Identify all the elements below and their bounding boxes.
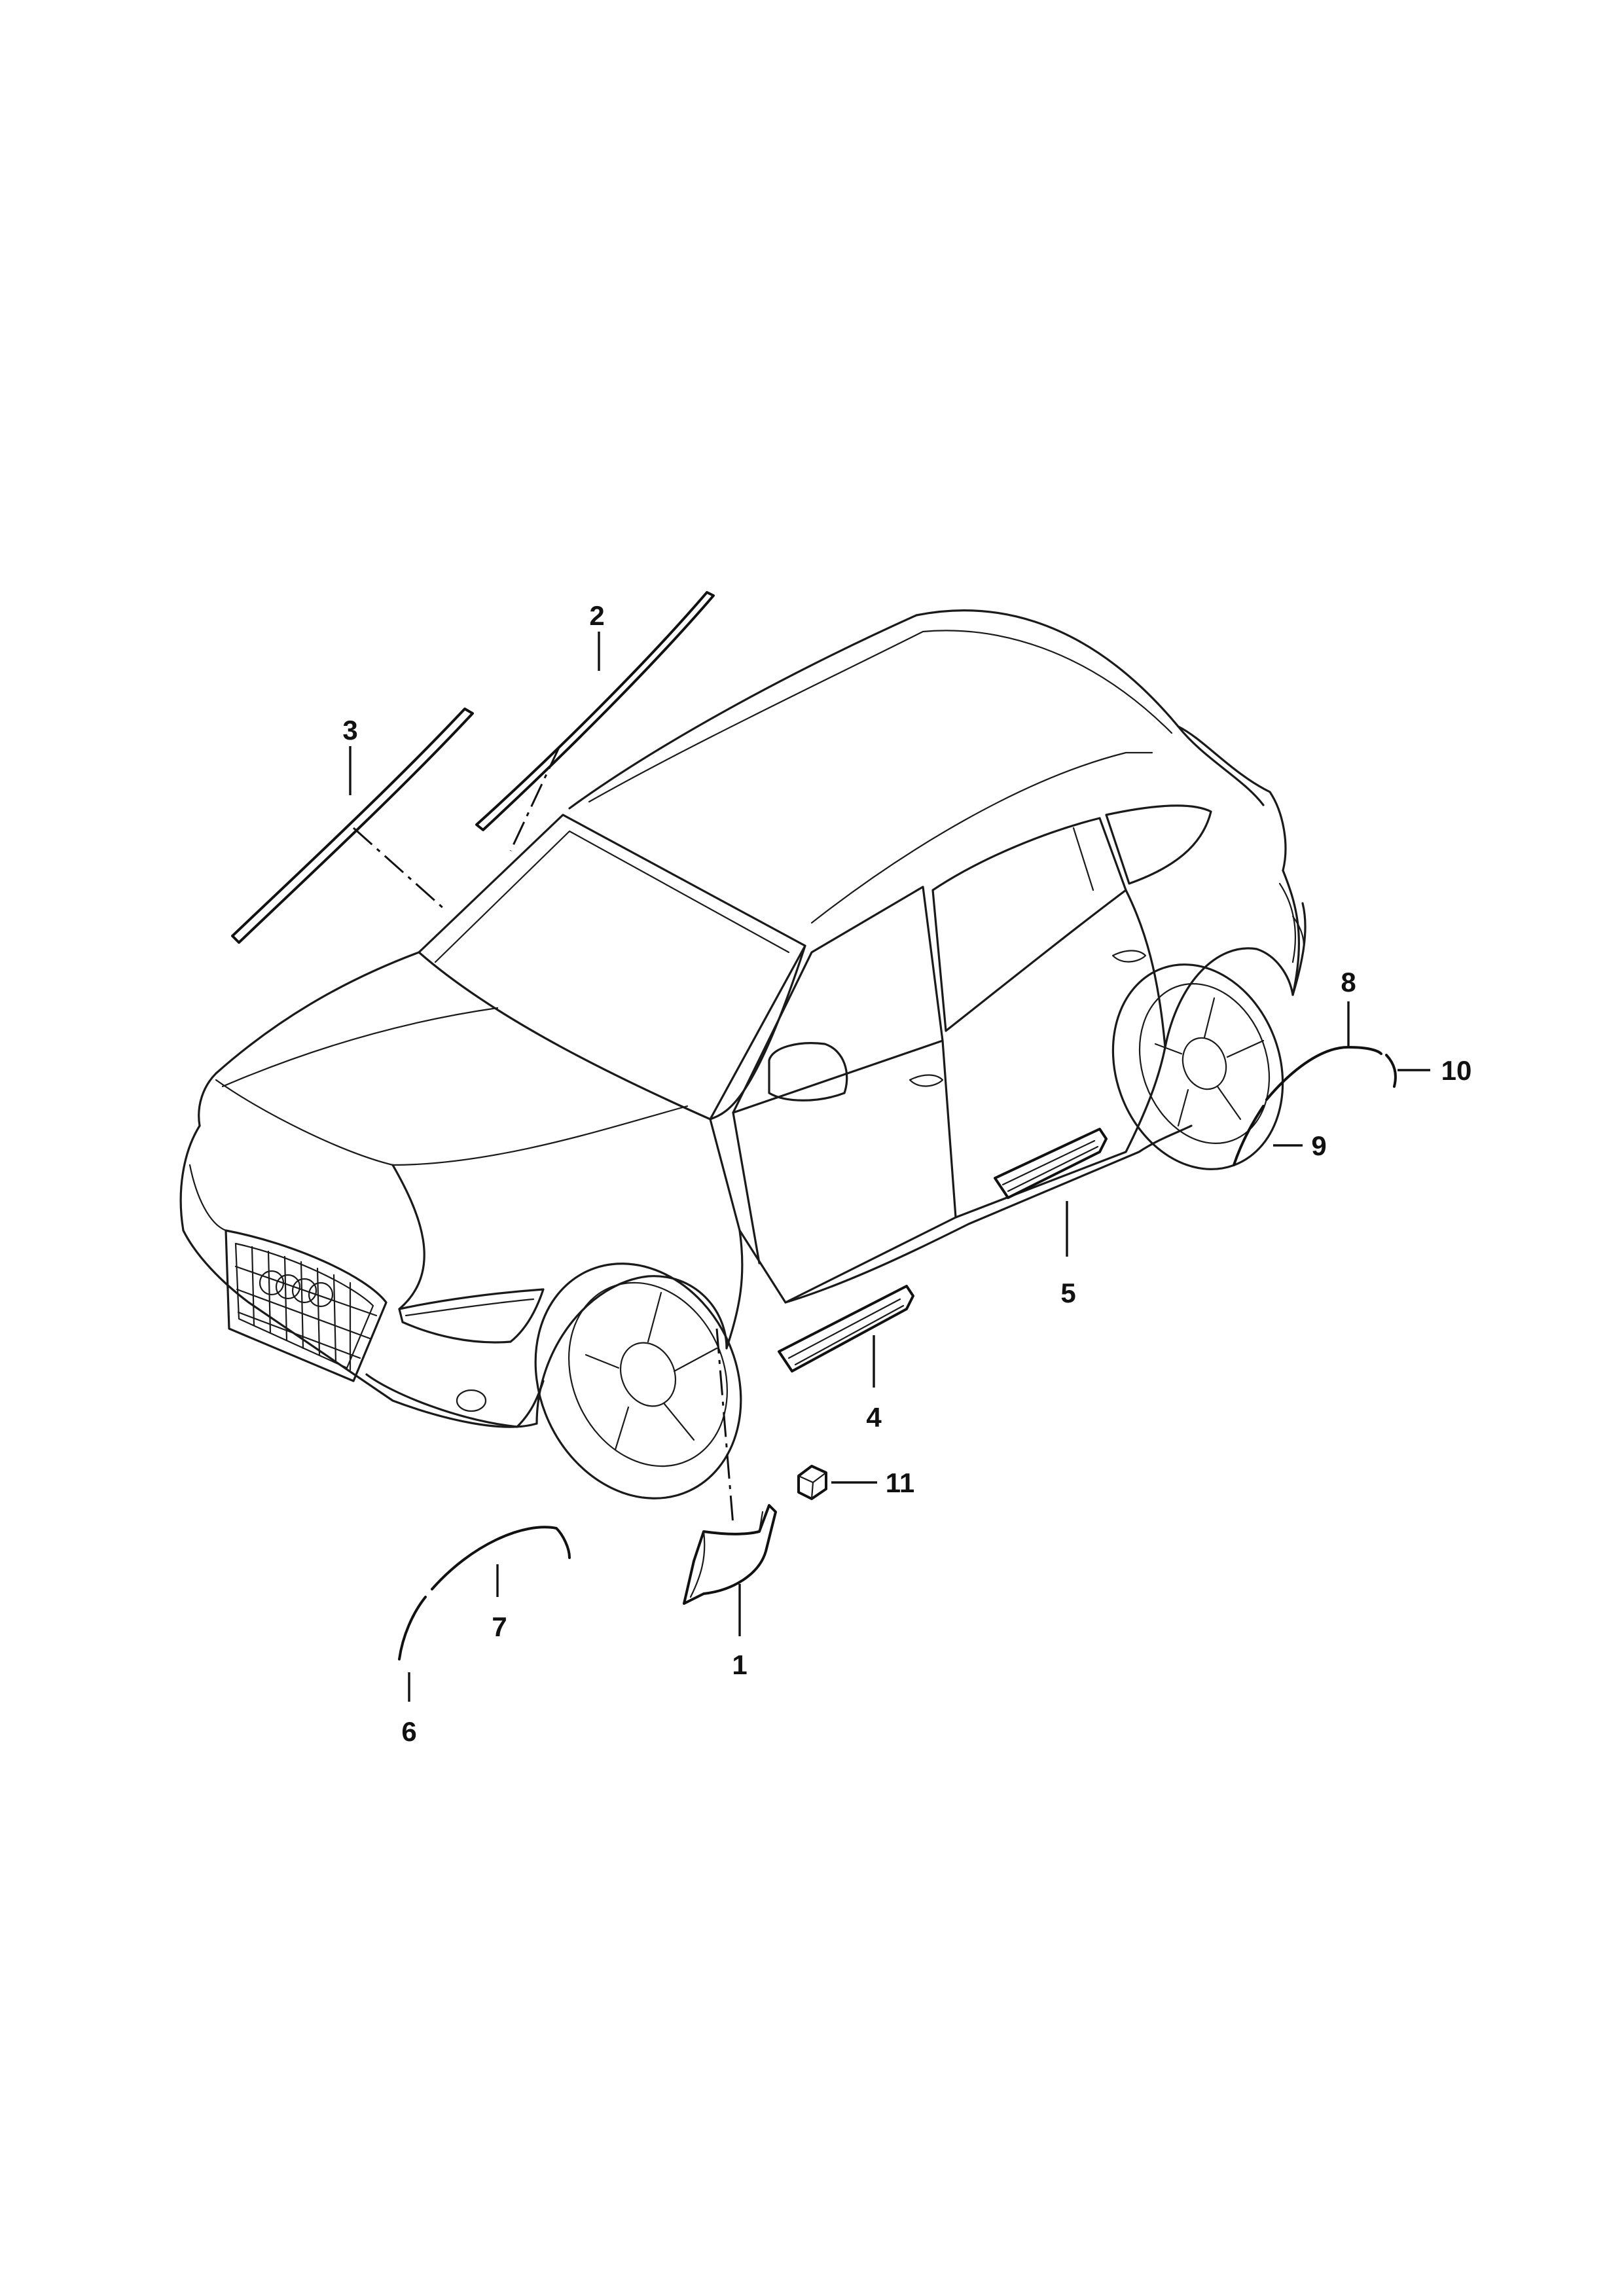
part-11-clip: [797, 1465, 827, 1500]
part-5-sill-plate: [994, 1128, 1108, 1199]
part-4-sill-plate: [778, 1285, 914, 1372]
callout-10: 10: [1441, 1055, 1472, 1086]
part-3-roof-trim-strip: [231, 708, 474, 944]
leader-2-dashed: [509, 745, 561, 852]
callout-2: 2: [589, 600, 604, 631]
callout-4: 4: [866, 1402, 882, 1433]
part-1-trim-panel: [683, 1504, 777, 1605]
callout-11: 11: [886, 1467, 914, 1498]
leader-3-dashed: [353, 827, 446, 911]
vehicle-outline: [179, 609, 1307, 1499]
callout-8: 8: [1341, 967, 1356, 997]
callout-1: 1: [732, 1649, 747, 1680]
callout-9: 9: [1311, 1130, 1326, 1161]
part-9-arch-trim: [1233, 1105, 1265, 1166]
part-8-arch-trim: [1265, 1045, 1382, 1101]
callout-6: 6: [401, 1716, 416, 1747]
leader-1-dashed: [715, 1328, 734, 1526]
part-6-arch-trim: [398, 1596, 427, 1660]
part-10-arch-trim: [1385, 1054, 1397, 1088]
callout-3: 3: [342, 715, 357, 745]
part-7-arch-trim: [431, 1526, 571, 1590]
callout-5: 5: [1060, 1278, 1075, 1308]
callout-7: 7: [492, 1611, 507, 1642]
